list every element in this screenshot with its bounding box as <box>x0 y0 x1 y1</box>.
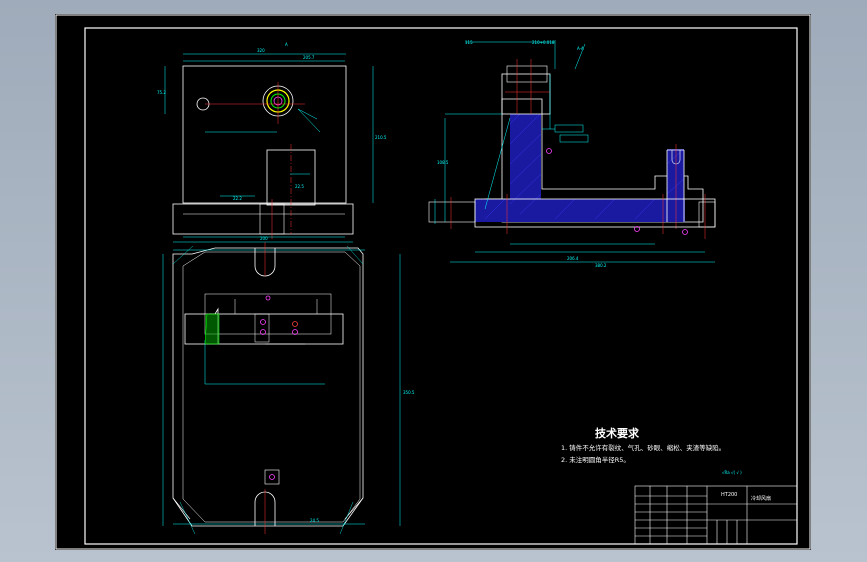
roughness-symbol: √Ra √( √ ) <box>722 470 742 475</box>
drawing-svg: 技术要求 1. 铸件不允许有裂纹、气孔、砂眼、缩松、夹渣等缺陷。 2. 未注明圆… <box>55 14 811 550</box>
dim-5: 210.5 <box>375 135 387 140</box>
dim-1: 205.7 <box>303 55 315 60</box>
section-view <box>428 40 716 263</box>
top-dim-2: 115 <box>465 40 473 45</box>
dim-0: 320 <box>257 48 265 53</box>
notes-title: 技术要求 <box>595 426 640 440</box>
dim-4: 200 <box>260 236 268 241</box>
note-1: 1. 铸件不允许有裂纹、气孔、砂眼、缩松、夹渣等缺陷。 <box>561 443 725 452</box>
dim-3: 22.2 <box>233 196 242 201</box>
dim-9: 380.2 <box>595 263 607 268</box>
note-2: 2. 未注明圆角半径R5。 <box>561 455 630 464</box>
dim-11: 24.5 <box>310 518 319 523</box>
inner-frame <box>84 27 798 545</box>
title-block-name: 冷却风扇 <box>751 495 771 502</box>
dim-8: 108.5 <box>437 160 449 165</box>
dim-6: 22.5 <box>295 184 304 189</box>
drawing-canvas[interactable]: 技术要求 1. 铸件不允许有裂纹、气孔、砂眼、缩松、夹渣等缺陷。 2. 未注明圆… <box>55 14 811 550</box>
dim-2: 75.2 <box>157 90 166 95</box>
front-view <box>162 242 401 535</box>
title-block <box>634 485 798 545</box>
outer-frame <box>55 14 811 550</box>
top-dim-1: 210+0.018 <box>532 40 555 45</box>
view-label: A <box>285 42 288 47</box>
dim-7: 206.4 <box>567 256 579 261</box>
material-label: HT200 <box>721 492 737 498</box>
dim-10: 350.5 <box>403 390 415 395</box>
top-view <box>164 53 374 243</box>
section-label: A-A <box>577 46 584 51</box>
